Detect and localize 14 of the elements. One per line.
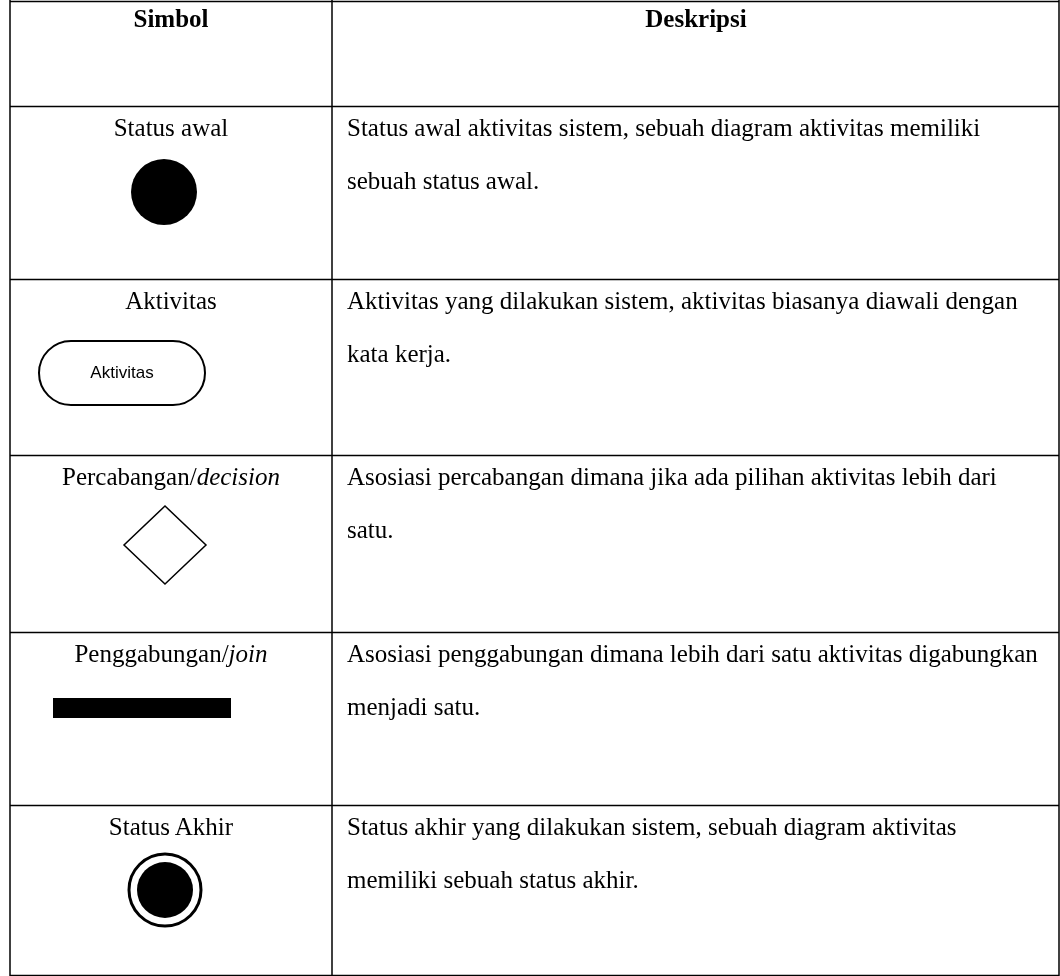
- column-header: Simbol: [132, 4, 210, 34]
- description-text: Status awal aktivitas sistem, sebuah diagram aktivitas memiliki sebuah status awal.: [347, 113, 982, 196]
- symbol-name: Penggabungan/join: [73, 639, 269, 669]
- description-text: Status akhir yang dilakukan sistem, sebuah diagram aktivitas memiliki sebuah status akhir.: [347, 812, 958, 895]
- description-text: Aktivitas yang dilakukan sistem, aktivitas biasanya diawali dengan kata kerja.: [347, 286, 1019, 369]
- symbol-name: Status Akhir: [107, 812, 235, 842]
- symbol-name: Status awal: [112, 113, 230, 143]
- activity-label: Aktivitas: [90, 363, 154, 383]
- column-header: Deskripsi: [644, 4, 748, 34]
- description-text: Asosiasi penggabungan dimana lebih dari satu aktivitas digabungkan menjadi satu.: [347, 639, 1039, 722]
- description-text: Asosiasi percabangan dimana jika ada pilihan aktivitas lebih dari satu.: [347, 462, 998, 545]
- symbol-name: Percabangan/decision: [61, 462, 281, 492]
- symbol-name: Aktivitas: [124, 286, 218, 316]
- activity-box: [38, 340, 206, 406]
